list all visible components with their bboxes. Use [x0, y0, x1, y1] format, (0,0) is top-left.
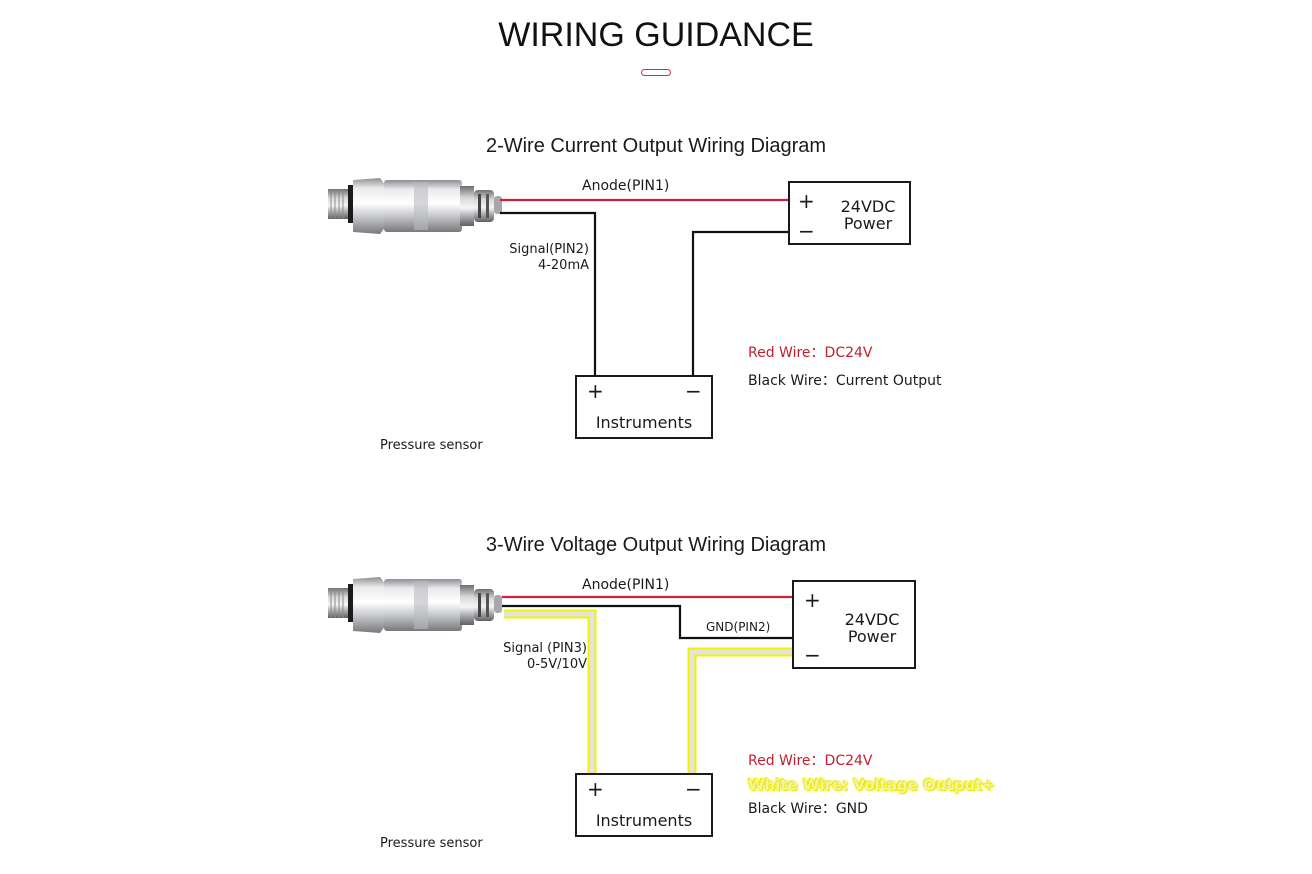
title-underline-mark: [641, 69, 671, 76]
plus-terminal-icon: +: [798, 189, 815, 213]
sensor-caption: Pressure sensor: [380, 836, 483, 851]
plus-terminal-icon: +: [587, 379, 604, 403]
power-supply-box: + − 24VDC Power: [792, 580, 916, 669]
legend-black-wire: Black Wire：Current Output: [748, 370, 942, 390]
black-wire-gnd: [502, 604, 794, 640]
signal-range-label: 0-5V/10V: [527, 657, 587, 672]
instruments-label: Instruments: [595, 811, 693, 830]
power-box-label: Power: [843, 214, 893, 233]
legend-key: Black Wire：: [748, 801, 836, 817]
signal-wire-label: Signal (PIN3): [503, 641, 587, 656]
diagram-3wire-heading: 3-Wire Voltage Output Wiring Diagram: [485, 534, 827, 556]
legend-value: DC24V: [824, 345, 873, 361]
power-supply-box: + − 24VDC Power: [788, 181, 911, 245]
legend-value: Current Output: [835, 373, 942, 389]
diagram-2wire-heading: 2-Wire Current Output Wiring Diagram: [485, 135, 827, 157]
anode-wire-label: Anode(PIN1): [582, 577, 670, 593]
legend-red-wire: Red Wire：DC24V: [748, 342, 873, 362]
gnd-wire-label: GND(PIN2): [706, 620, 771, 634]
power-box-voltage: 24VDC: [840, 197, 896, 216]
white-wire-signal: [504, 609, 597, 776]
black-wire-signal: [500, 211, 597, 377]
instruments-box: + − Instruments: [575, 773, 713, 837]
legend-value: DC24V: [824, 753, 873, 769]
minus-terminal-icon: −: [798, 219, 815, 243]
pressure-sensor-icon: [328, 178, 502, 234]
plus-terminal-icon: +: [587, 777, 604, 801]
page-title: WIRING GUIDANCE: [498, 16, 814, 54]
plus-terminal-icon: +: [804, 588, 821, 612]
instruments-box: + − Instruments: [575, 375, 713, 439]
legend-key: Black Wire：: [748, 373, 836, 389]
legend-black-wire: Black Wire：GND: [748, 798, 868, 818]
power-box-label: Power: [847, 627, 897, 646]
power-box-voltage: 24VDC: [844, 610, 900, 629]
minus-terminal-icon: −: [685, 777, 702, 801]
legend-value: GND: [835, 801, 868, 817]
instruments-label: Instruments: [595, 413, 693, 432]
legend-key: Red Wire：: [748, 753, 825, 769]
sensor-caption: Pressure sensor: [380, 438, 483, 453]
signal-range-label: 4-20mA: [537, 258, 589, 273]
anode-wire-label: Anode(PIN1): [582, 178, 670, 194]
signal-wire-label: Signal(PIN2): [509, 242, 589, 257]
legend-white-wire: White Wire: Voltage Output+: [748, 776, 995, 794]
legend-key: Red Wire：: [748, 345, 825, 361]
minus-terminal-icon: −: [804, 643, 821, 667]
legend-red-wire: Red Wire：DC24V: [748, 750, 873, 770]
black-wire-power-minus: [691, 230, 790, 377]
minus-terminal-icon: −: [685, 379, 702, 403]
pressure-sensor-icon: [328, 577, 502, 633]
legend-key: White Wire: Voltage Output+: [748, 776, 995, 794]
